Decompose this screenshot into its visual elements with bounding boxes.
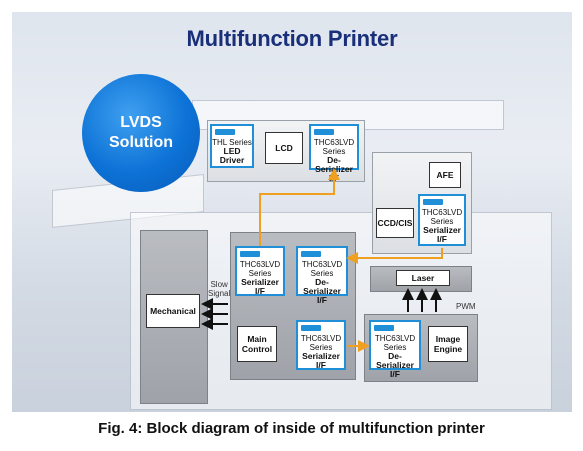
pwm-label: PWM	[456, 302, 476, 311]
slow-signal-label: Slow Signal	[208, 280, 230, 298]
lvds-solution-bubble: LVDS Solution	[82, 74, 200, 192]
chip-name: Serializer	[423, 225, 461, 235]
chip-if: I/F	[317, 295, 327, 305]
slow-signal-line1: Slow	[210, 280, 228, 289]
chip-series: Series	[248, 269, 272, 278]
diagram-title: Multifunction Printer	[186, 26, 398, 51]
lvds-link-to-panel	[259, 168, 340, 246]
chip-series: Series	[383, 343, 407, 352]
chip-series: Series	[322, 147, 346, 156]
chip-name: Serializer	[302, 351, 340, 361]
image-engine-box: Image Engine	[428, 326, 468, 362]
slow-signal-line2: Signal	[208, 289, 231, 298]
chip-logo-icon	[215, 129, 235, 135]
chip-logo-icon	[301, 251, 321, 257]
main-control-line2: Control	[241, 344, 273, 354]
diagram-canvas: Multifunction Printer LVDS Solution THL …	[12, 12, 572, 412]
chip-name: De-Serializer	[376, 351, 414, 370]
connector-layer	[201, 168, 443, 352]
lvds-link-from-scanner	[346, 248, 443, 264]
deserializer-chip-main: THC63LVD Series De-Serializer I/F	[296, 246, 348, 305]
figure-caption: Fig. 4: Block diagram of inside of multi…	[98, 420, 485, 437]
chip-family: THC63LVD	[239, 260, 281, 269]
chip-name: LED	[223, 146, 241, 156]
led-driver-chip: THL Series LED Driver	[210, 124, 254, 168]
chip-name-2: Driver	[219, 155, 245, 165]
chip-family: THC63LVD	[301, 260, 343, 269]
bubble-line2: Solution	[109, 134, 173, 151]
main-control-line1: Main	[247, 334, 267, 344]
chip-series: Series	[310, 269, 334, 278]
image-engine-line1: Image	[435, 334, 461, 344]
chip-series: Series	[309, 343, 333, 352]
chip-name: De-Serializer	[303, 277, 341, 296]
chip-logo-icon	[423, 199, 443, 205]
serializer-chip-main-2: THC63LVD Series Serializer I/F	[296, 320, 346, 370]
chip-family: THC63LVD	[313, 138, 355, 147]
ccd-cis-box: CCD/CIS	[376, 208, 414, 238]
serializer-chip-main: THC63LVD Series Serializer I/F	[235, 246, 285, 296]
image-engine-line2: Engine	[433, 344, 463, 354]
chip-name: Serializer	[241, 277, 279, 287]
chip-if: I/F	[316, 360, 326, 370]
chip-logo-icon	[314, 129, 334, 135]
chip-if: I/F	[255, 286, 265, 296]
chip-family: THC63LVD	[374, 334, 416, 343]
chip-logo-icon	[374, 325, 394, 331]
chip-if: I/F	[437, 234, 447, 244]
laser-box: Laser	[396, 270, 450, 286]
chip-family: THC63LVD	[421, 208, 463, 217]
chip-logo-icon	[240, 251, 260, 257]
main-control-box: Main Control	[237, 326, 277, 362]
bubble-line1: LVDS	[120, 114, 162, 131]
chip-family: THC63LVD	[300, 334, 342, 343]
chip-series: Series	[430, 217, 454, 226]
deserializer-chip-engine: THC63LVD Series De-Serializer I/F	[369, 320, 421, 379]
serializer-chip-scanner: THC63LVD Series Serializer I/F	[418, 194, 466, 246]
chip-series: THL Series	[212, 138, 252, 147]
mechanical-box: Mechanical	[146, 294, 200, 328]
afe-box: AFE	[429, 162, 461, 188]
chip-if: I/F	[390, 369, 400, 379]
chip-logo-icon	[301, 325, 321, 331]
lcd-box: LCD	[265, 132, 303, 164]
